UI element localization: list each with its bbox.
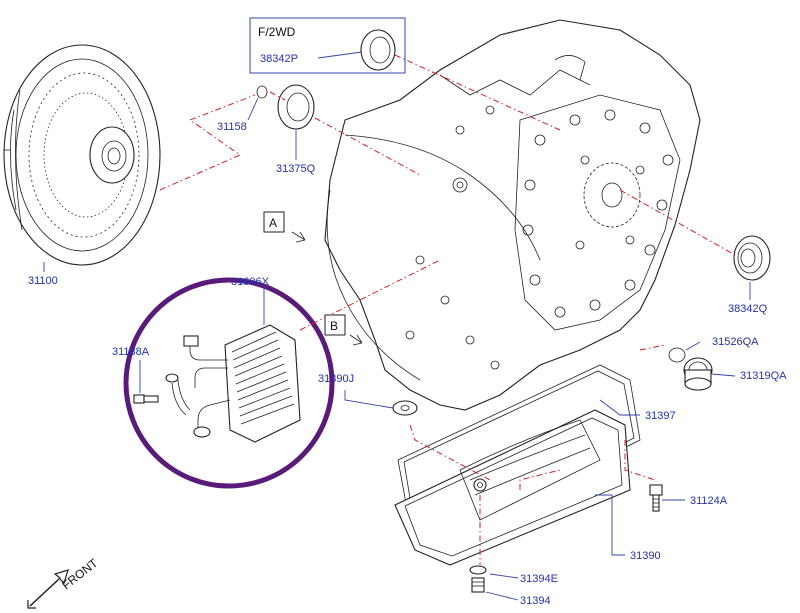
label-31397[interactable]: 31397 — [645, 410, 676, 422]
label-31188a[interactable]: 31188A — [112, 346, 150, 358]
front-label: FRONT — [59, 555, 101, 592]
label-38342p[interactable]: 38342P — [260, 53, 298, 65]
cooler-fins — [231, 331, 295, 425]
label-31390j[interactable]: 31390J — [318, 373, 354, 385]
label-31394e[interactable]: 31394E — [520, 573, 558, 585]
callout-b[interactable]: B — [324, 314, 363, 346]
part-labels: 31100 31158 31375Q 38342Q 31606X 31188A … — [28, 121, 787, 607]
f2wd-title: F/2WD — [258, 25, 296, 39]
seal-38342q[interactable] — [733, 235, 771, 281]
washer-31390j[interactable] — [392, 400, 418, 416]
transmission-case[interactable] — [324, 19, 701, 411]
seal-38342p[interactable] — [360, 29, 396, 71]
label-31606x[interactable]: 31606X — [231, 276, 270, 288]
callout-a-label: A — [269, 216, 277, 230]
drain-plug-31394[interactable] — [469, 565, 487, 593]
label-31158[interactable]: 31158 — [217, 121, 247, 133]
o-ring-31158[interactable] — [256, 85, 268, 99]
torque-converter[interactable] — [3, 44, 161, 266]
case-bolts — [405, 105, 674, 370]
label-31319qa[interactable]: 31319QA — [740, 370, 787, 382]
label-38342q[interactable]: 38342Q — [728, 303, 768, 315]
o-ring-31526qa[interactable] — [668, 347, 686, 363]
label-31375q[interactable]: 31375Q — [276, 163, 316, 175]
label-31124a[interactable]: 31124A — [690, 495, 728, 507]
front-indicator: FRONT — [27, 555, 101, 609]
seal-31375q[interactable] — [277, 84, 315, 130]
assembly-lines — [159, 54, 736, 565]
bolt-31188a[interactable] — [133, 394, 159, 404]
oil-cooler-highlight — [123, 277, 335, 489]
oil-cooler-31606x[interactable] — [165, 324, 301, 443]
f2wd-box: F/2WD 38342P — [249, 17, 406, 74]
front-arrow-icon — [27, 569, 69, 609]
label-31100[interactable]: 31100 — [28, 275, 58, 287]
plug-31319qa[interactable] — [683, 357, 713, 391]
bolt-31124a[interactable] — [649, 484, 663, 512]
oil-pan-assembly[interactable] — [394, 364, 641, 566]
callout-b-label: B — [330, 319, 338, 333]
label-31394[interactable]: 31394 — [520, 595, 551, 607]
label-31390[interactable]: 31390 — [630, 550, 661, 562]
callout-a[interactable]: A — [263, 211, 306, 243]
label-31526qa[interactable]: 31526QA — [712, 336, 759, 348]
leader-lines — [43, 97, 751, 601]
